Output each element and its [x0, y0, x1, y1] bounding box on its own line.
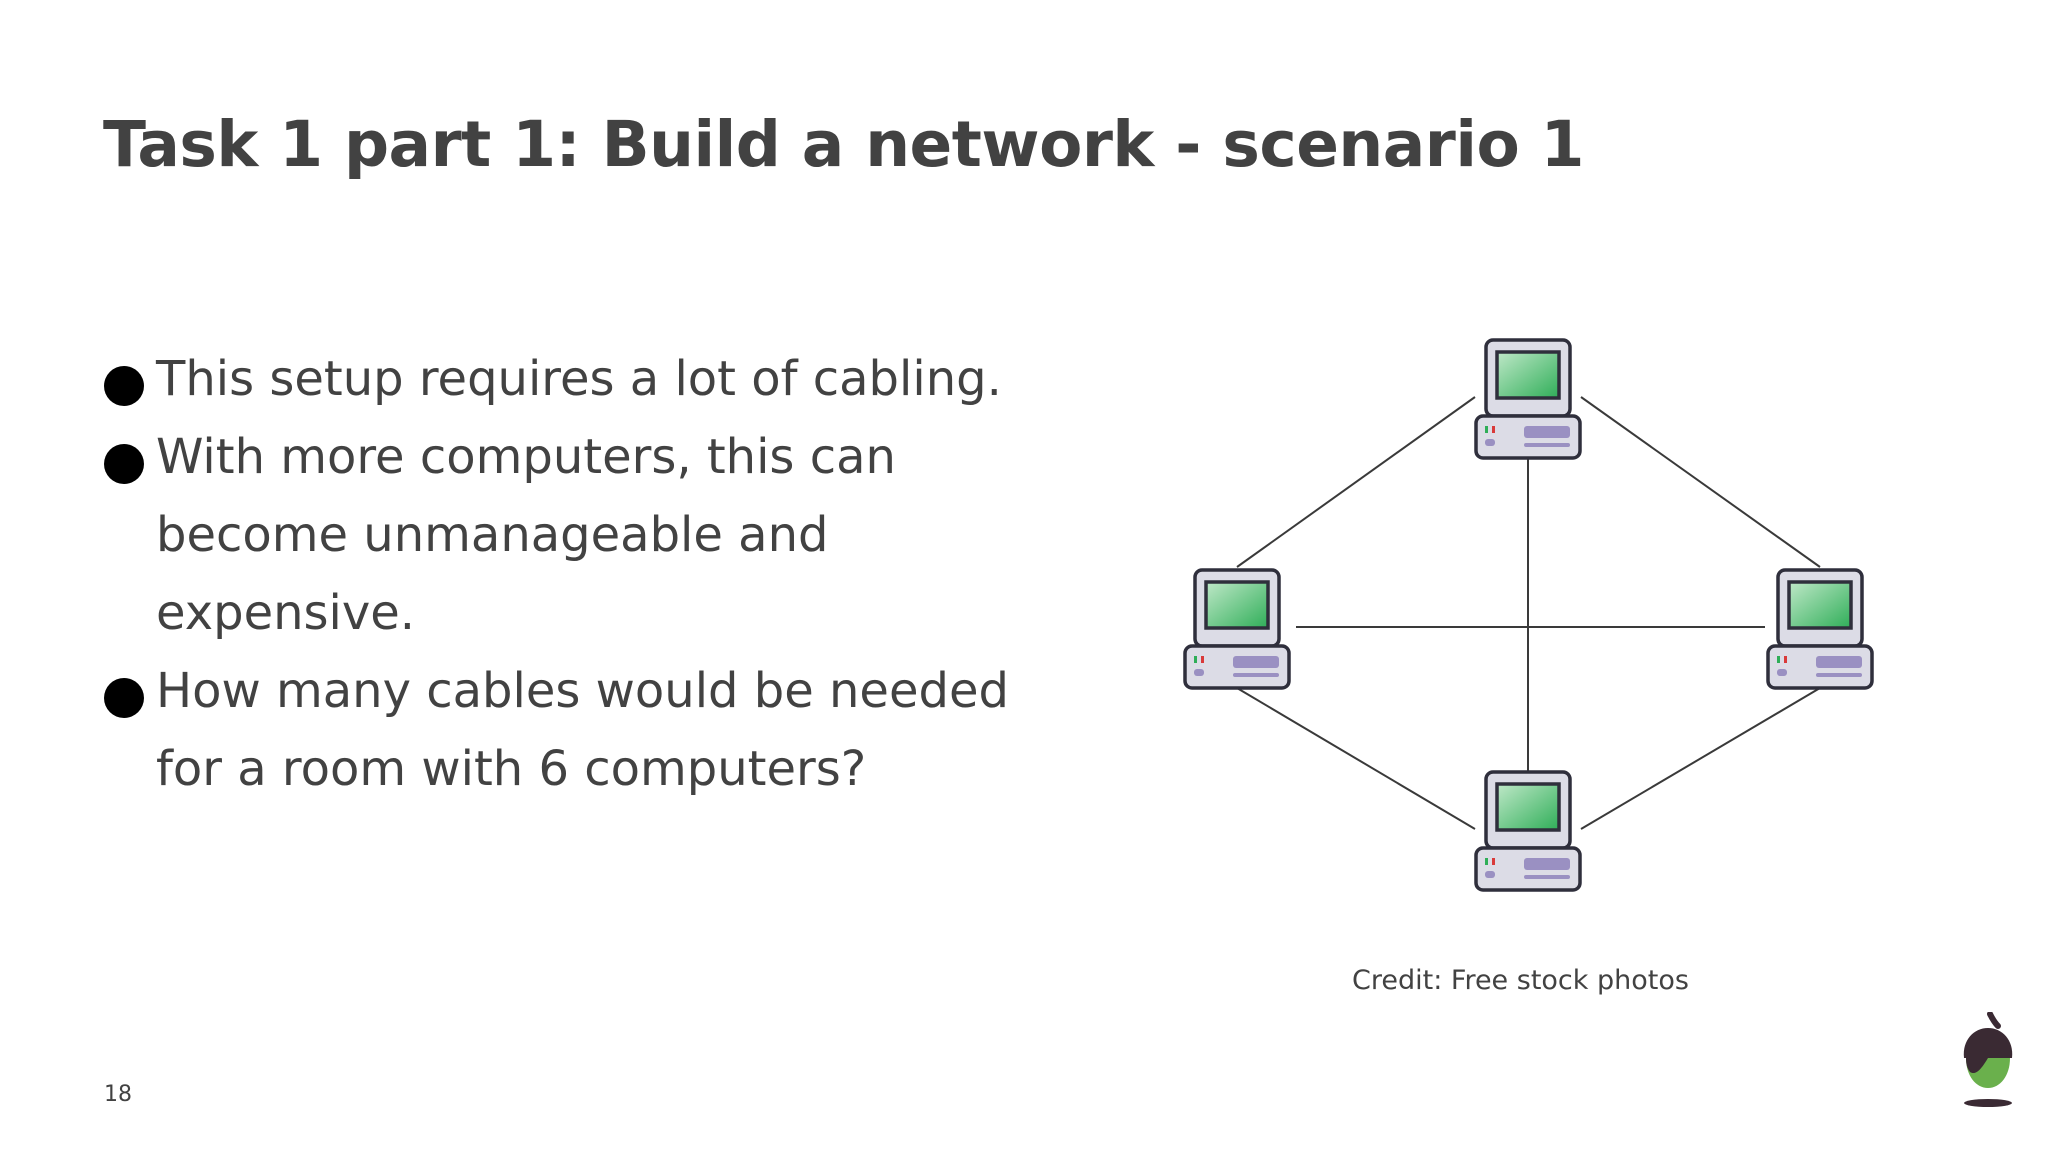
cable-lines — [1236, 396, 1821, 830]
bullet-text: This setup requires a lot of cabling. — [156, 351, 1002, 407]
bullet-dot-icon — [104, 444, 144, 484]
image-credit: Credit: Free stock photos — [1352, 965, 1689, 996]
cable-top-right — [1580, 396, 1821, 568]
bullet-dot-icon — [104, 366, 144, 406]
acorn-logo-icon — [1963, 1012, 2013, 1107]
cable-right-bottom — [1580, 687, 1821, 830]
cable-top-left — [1236, 396, 1476, 568]
bullet-item: How many cables would be needed for a ro… — [104, 652, 1034, 808]
bullet-text: With more computers, this can become unm… — [156, 429, 896, 641]
bullet-item: This setup requires a lot of cabling. — [104, 340, 1034, 418]
computer-top-icon — [1474, 338, 1582, 460]
bullet-list: This setup requires a lot of cabling. Wi… — [104, 340, 1034, 808]
slide-title: Task 1 part 1: Build a network - scenari… — [103, 108, 1585, 181]
page-number: 18 — [104, 1082, 132, 1107]
computer-right-icon — [1766, 568, 1874, 690]
mesh-network-diagram — [1183, 338, 1874, 892]
computer-bottom-icon — [1474, 770, 1582, 892]
bullet-text: How many cables would be needed for a ro… — [156, 663, 1009, 797]
bullet-item: With more computers, this can become unm… — [104, 418, 1034, 652]
computer-left-icon — [1183, 568, 1291, 690]
cable-left-bottom — [1236, 687, 1476, 830]
bullet-dot-icon — [104, 678, 144, 718]
